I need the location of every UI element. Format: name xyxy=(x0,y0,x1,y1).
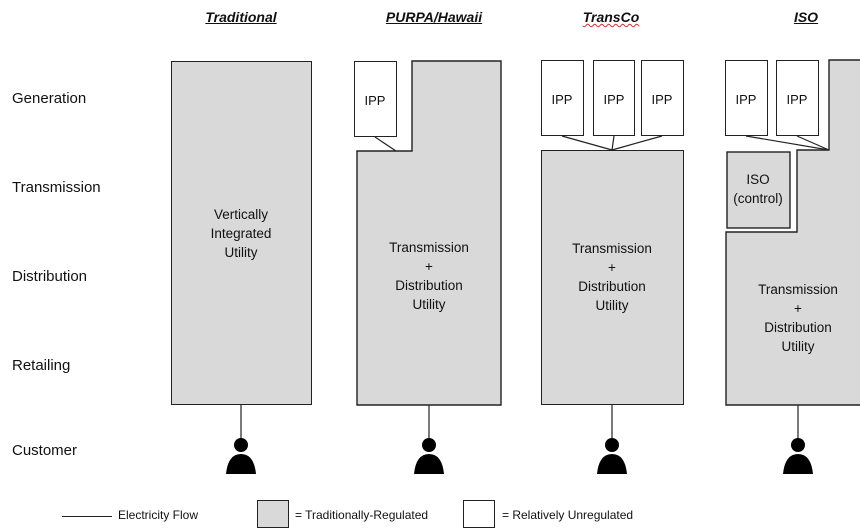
row-label-retailing: Retailing xyxy=(12,357,71,374)
flow-line-purpa-ipp xyxy=(374,136,397,152)
customer-icon-purpa xyxy=(414,438,444,474)
flow-line-transco-ipp-1 xyxy=(561,135,613,151)
flow-line-iso-ipp-2 xyxy=(796,135,830,151)
transco-td-line-4: Utility xyxy=(595,298,629,313)
column-header-traditional: Traditional xyxy=(205,9,277,25)
iso-td-overlay-line-1: Transmission xyxy=(758,282,838,297)
iso-control-line-1: ISO xyxy=(746,172,770,187)
flow-line-transco-ipp-3 xyxy=(611,135,663,151)
row-label-generation: Generation xyxy=(12,90,87,107)
transco-td-utility-label: Transmission + Distribution Utility xyxy=(572,239,652,315)
vertically-integrated-utility-label: Vertically Integrated Utility xyxy=(211,205,272,262)
column-header-iso: ISO xyxy=(793,9,819,25)
legend-unregulated-swatch xyxy=(463,500,495,528)
row-label-customer: Customer xyxy=(12,442,78,459)
customer-icon-traditional xyxy=(226,438,256,474)
purpa-td-utility-label-overlay: Transmission + Distribution Utility xyxy=(389,238,469,314)
row-label-transmission: Transmission xyxy=(12,179,101,196)
transco-td-utility-box xyxy=(541,150,684,405)
legend-unregulated-label: = Relatively Unregulated xyxy=(502,508,634,522)
ipp-label-transco-1: IPP xyxy=(551,92,573,107)
ipp-box-transco-3 xyxy=(641,60,684,136)
ipp-box-transco-2 xyxy=(593,60,635,136)
iso-td-utility-label-overlay: Transmission + Distribution Utility xyxy=(758,280,838,356)
ipp-label-transco-3: IPP xyxy=(651,92,673,107)
ipp-label-purpa: IPP xyxy=(364,93,386,108)
purpa-td-overlay-line-4: Utility xyxy=(412,297,446,312)
flow-line-iso-ipp-1 xyxy=(745,135,830,151)
iso-td-overlay-line-4: Utility xyxy=(781,339,815,354)
column-header-purpa-hawaii: PURPA/Hawaii xyxy=(385,9,483,25)
purpa-td-overlay-line-2: + xyxy=(425,259,433,274)
ipp-label-transco-2: IPP xyxy=(603,92,625,107)
legend-regulated-swatch xyxy=(257,500,289,528)
purpa-td-overlay-line-1: Transmission xyxy=(389,240,469,255)
legend-flow-line xyxy=(62,516,112,517)
customer-icon-iso xyxy=(783,438,813,474)
purpa-td-overlay-line-3: Distribution xyxy=(395,278,463,293)
vertically-integrated-line-1: Vertically xyxy=(213,207,269,222)
iso-control-label: ISO (control) xyxy=(733,170,783,208)
vertically-integrated-line-3: Utility xyxy=(224,245,258,260)
ipp-label-iso-2: IPP xyxy=(786,92,808,107)
transco-td-line-2: + xyxy=(608,260,616,275)
ipp-label-iso-1: IPP xyxy=(735,92,757,107)
iso-td-overlay-line-2: + xyxy=(794,301,802,316)
vertically-integrated-line-2: Integrated xyxy=(210,226,272,241)
legend-regulated-label: = Traditionally-Regulated xyxy=(295,508,429,522)
iso-td-overlay-line-3: Distribution xyxy=(764,320,832,335)
legend-flow-label: Electricity Flow xyxy=(118,508,199,522)
column-header-transco: TransCo xyxy=(582,9,640,25)
flow-line-transco-ipp-2 xyxy=(611,135,615,151)
row-label-distribution: Distribution xyxy=(12,268,88,285)
ipp-box-transco-1 xyxy=(541,60,584,136)
vertically-integrated-utility-box xyxy=(171,61,312,405)
transco-td-line-1: Transmission xyxy=(572,241,652,256)
transco-td-line-3: Distribution xyxy=(578,279,646,294)
customer-icon-transco xyxy=(597,438,627,474)
iso-control-line-2: (control) xyxy=(733,191,783,206)
